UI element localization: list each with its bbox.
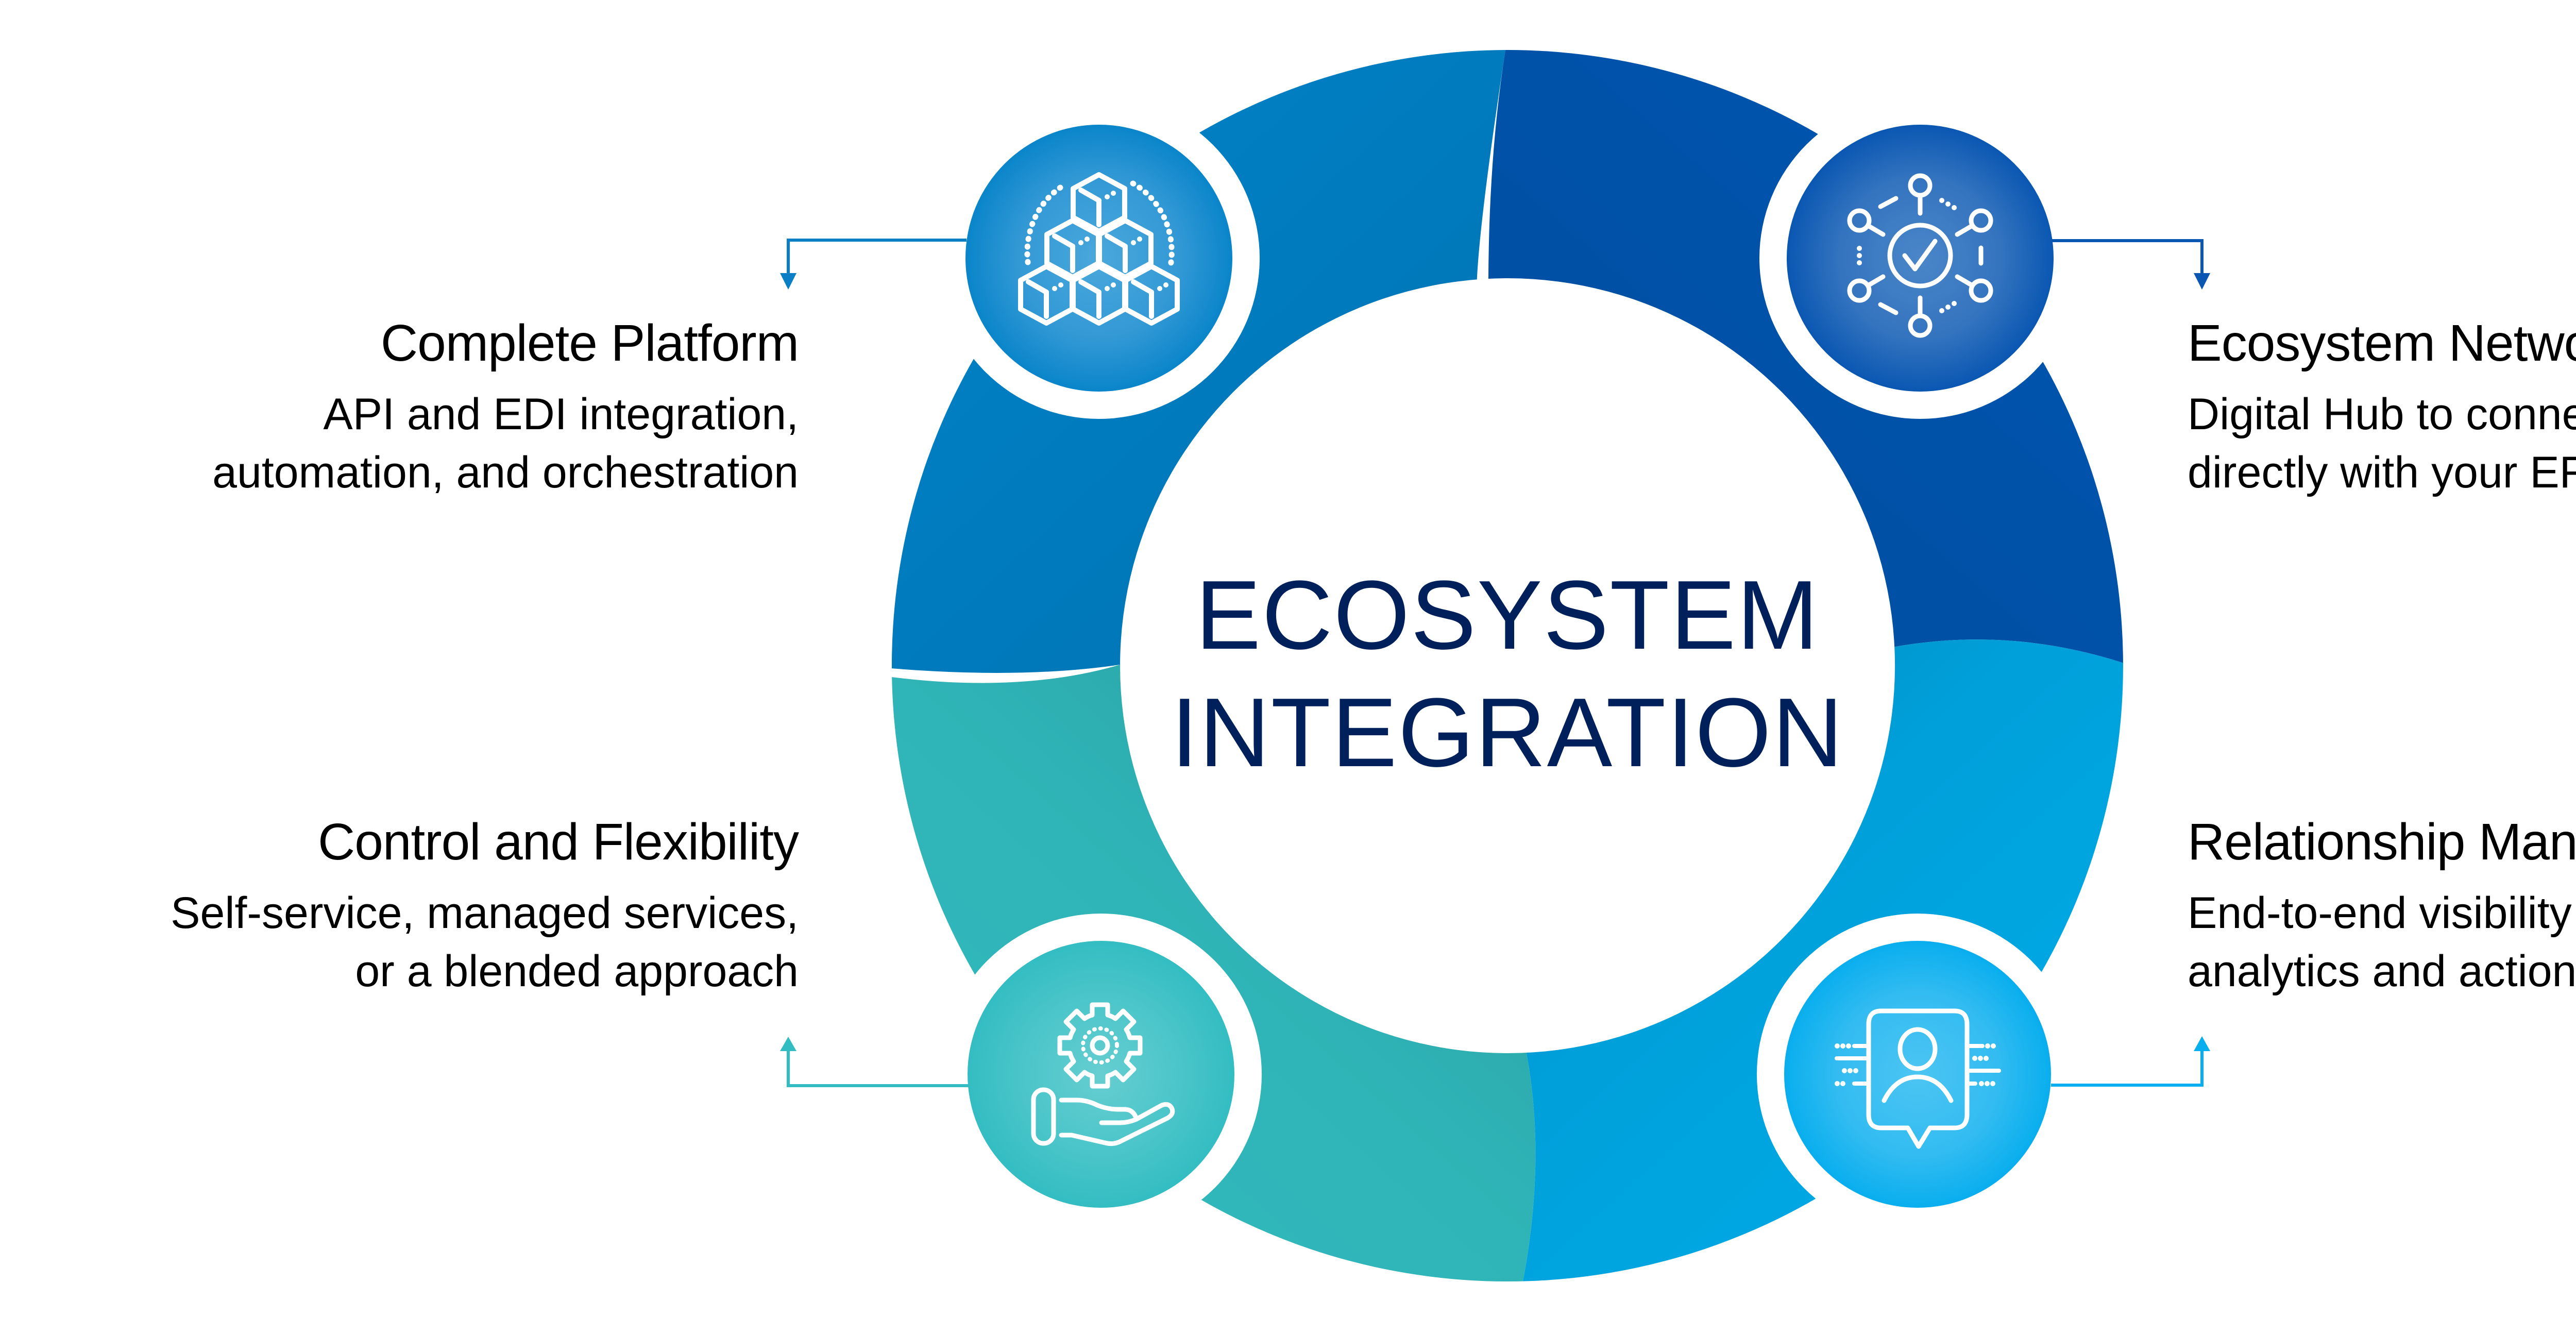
feature-description-line: automation, and orchestration xyxy=(212,448,799,497)
feature-description-line: Digital Hub to connect trading partners xyxy=(2188,390,2576,439)
connector-bottom-right xyxy=(2051,1036,2210,1087)
center-title: ECOSYSTEM INTEGRATION xyxy=(1121,556,1894,791)
connector-top-right xyxy=(2050,239,2210,290)
feature-complete-platform: Complete Platform API and EDI integratio… xyxy=(212,312,799,502)
feature-description: Self-service, managed services, or a ble… xyxy=(171,884,799,1001)
feature-description: End-to-end visibility with real-time ana… xyxy=(2188,884,2576,1001)
feature-ecosystem-network: Ecosystem Network Digital Hub to connect… xyxy=(2188,312,2576,502)
center-title-line-1: ECOSYSTEM xyxy=(1195,561,1820,670)
connector-top-left xyxy=(780,239,967,290)
feature-description-line: directly with your ERP / TMS systems xyxy=(2188,448,2576,497)
feature-title: Ecosystem Network xyxy=(2188,314,2576,372)
stacked-cubes-icon xyxy=(0,0,1177,323)
feature-description: API and EDI integration, automation, and… xyxy=(212,385,799,502)
feature-title: Complete Platform xyxy=(380,314,799,372)
feature-description-line: Self-service, managed services, xyxy=(171,888,799,938)
feature-relationship-management: Relationship Management End-to-end visib… xyxy=(2188,811,2576,1001)
feature-description-line: End-to-end visibility with real-time xyxy=(2188,888,2576,938)
feature-title: Relationship Management xyxy=(2188,813,2576,871)
feature-description: Digital Hub to connect trading partners … xyxy=(2188,385,2576,502)
person-card-icon xyxy=(1835,1008,2001,1149)
icon-circle-relationship-management xyxy=(1784,941,2051,1208)
icon-circle-control-flexibility xyxy=(968,941,1234,1208)
hand-gear-icon xyxy=(1031,1002,1175,1146)
feature-description-line: or a blended approach xyxy=(355,947,799,996)
network-check-icon xyxy=(1847,173,1993,338)
feature-description-line: API and EDI integration, xyxy=(323,390,799,439)
feature-description-line: analytics and actionable insights xyxy=(2188,947,2576,996)
feature-title: Control and Flexibility xyxy=(318,813,799,871)
center-title-line-2: INTEGRATION xyxy=(1171,678,1844,787)
connector-bottom-left xyxy=(780,1037,969,1087)
feature-control-and-flexibility: Control and Flexibility Self-service, ma… xyxy=(171,811,799,1001)
